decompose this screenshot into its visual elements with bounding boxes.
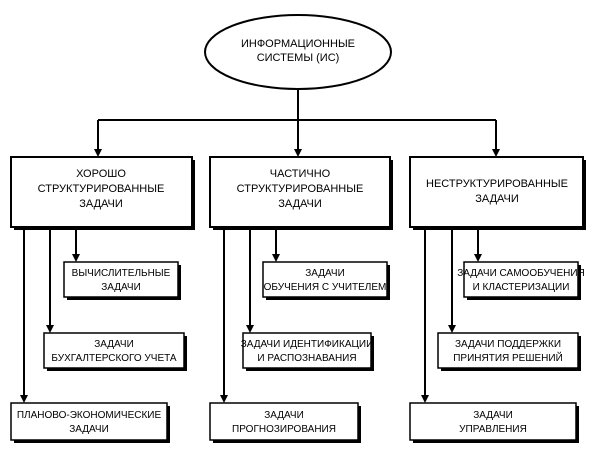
- category-1-line-2: СТРУКТУРИРОВАННЫЕ: [38, 183, 165, 195]
- category-unstructured: НЕСТРУКТУРИРОВАННЫЕ ЗАДАЧИ: [409, 156, 586, 230]
- category-2-line-2: СТРУКТУРИРОВАННЫЕ: [237, 183, 364, 195]
- connector-lines: [20, 89, 500, 403]
- category-3-line-1: НЕСТРУКТУРИРОВАННЫЕ: [426, 178, 568, 190]
- leaf-3-1-line-1: ЗАДАЧИ САМООБУЧЕНИЯ: [457, 268, 585, 279]
- leaf-1-2-line-2: БУХГАЛТЕРСКОГО УЧЕТА: [51, 353, 176, 364]
- category-well-structured: ХОРОШО СТРУКТУРИРОВАННЫЕ ЗАДАЧИ: [10, 156, 195, 230]
- leaf-computational-tasks: ВЫЧИСЛИТЕЛЬНЫЕ ЗАДАЧИ: [63, 261, 181, 300]
- root-label-line-1: ИНФОРМАЦИОННЫЕ: [241, 38, 355, 50]
- leaf-1-1-line-1: ВЫЧИСЛИТЕЛЬНЫЕ: [72, 268, 171, 279]
- leaf-accounting-tasks: ЗАДАЧИ БУХГАЛТЕРСКОГО УЧЕТА: [43, 332, 187, 371]
- leaf-planning-economic-tasks: ПЛАНОВО-ЭКОНОМИЧЕСКИЕ ЗАДАЧИ: [10, 402, 170, 443]
- leaf-1-3-line-2: ЗАДАЧИ: [69, 424, 109, 435]
- leaf-2-2-line-2: И РАСПОЗНАВАНИЯ: [257, 353, 356, 364]
- category-partially-structured: ЧАСТИЧНО СТРУКТУРИРОВАННЫЕ ЗАДАЧИ: [209, 156, 393, 230]
- leaf-3-2-line-1: ЗАДАЧИ ПОДДЕРЖКИ: [455, 339, 561, 350]
- category-3-line-2: ЗАДАЧИ: [475, 193, 519, 205]
- category-2-line-1: ЧАСТИЧНО: [270, 168, 331, 180]
- category-2-line-3: ЗАДАЧИ: [278, 198, 322, 210]
- leaf-decision-support-tasks: ЗАДАЧИ ПОДДЕРЖКИ ПРИНЯТИЯ РЕШЕНИЙ: [437, 332, 581, 371]
- root-label-line-2: СИСТЕМЫ (ИС): [257, 52, 340, 64]
- leaf-3-2-line-2: ПРИНЯТИЯ РЕШЕНИЙ: [453, 351, 563, 364]
- leaf-3-3-line-2: УПРАВЛЕНИЯ: [459, 424, 527, 435]
- leaf-2-2-line-1: ЗАДАЧИ ИДЕНТИФИКАЦИИ: [241, 339, 374, 350]
- leaf-supervised-learning-tasks: ЗАДАЧИ ОБУЧЕНИЯ С УЧИТЕЛЕМ: [262, 261, 390, 300]
- leaf-1-1-line-2: ЗАДАЧИ: [101, 282, 141, 293]
- leaf-identification-recognition-tasks: ЗАДАЧИ ИДЕНТИФИКАЦИИ И РАСПОЗНАВАНИЯ: [241, 332, 374, 371]
- category-1-line-1: ХОРОШО: [76, 168, 126, 180]
- leaf-self-learning-clustering-tasks: ЗАДАЧИ САМООБУЧЕНИЯ И КЛАСТЕРИЗАЦИИ: [457, 261, 585, 300]
- leaf-2-1-line-2: ОБУЧЕНИЯ С УЧИТЕЛЕМ: [264, 282, 387, 293]
- leaf-2-1-line-1: ЗАДАЧИ: [305, 268, 345, 279]
- leaf-control-tasks: ЗАДАЧИ УПРАВЛЕНИЯ: [409, 402, 579, 443]
- leaf-2-3-line-1: ЗАДАЧИ: [264, 410, 304, 421]
- root-node: ИНФОРМАЦИОННЫЕ СИСТЕМЫ (ИС): [204, 14, 392, 90]
- leaf-3-3-line-1: ЗАДАЧИ: [473, 410, 513, 421]
- leaf-1-2-line-1: ЗАДАЧИ: [94, 339, 134, 350]
- leaf-2-3-line-2: ПРОГНОЗИРОВАНИЯ: [232, 424, 336, 435]
- leaf-3-1-line-2: И КЛАСТЕРИЗАЦИИ: [473, 282, 570, 293]
- leaf-forecasting-tasks: ЗАДАЧИ ПРОГНОЗИРОВАНИЯ: [209, 402, 361, 443]
- leaf-1-3-line-1: ПЛАНОВО-ЭКОНОМИЧЕСКИЕ: [17, 410, 162, 421]
- category-1-line-3: ЗАДАЧИ: [79, 198, 123, 210]
